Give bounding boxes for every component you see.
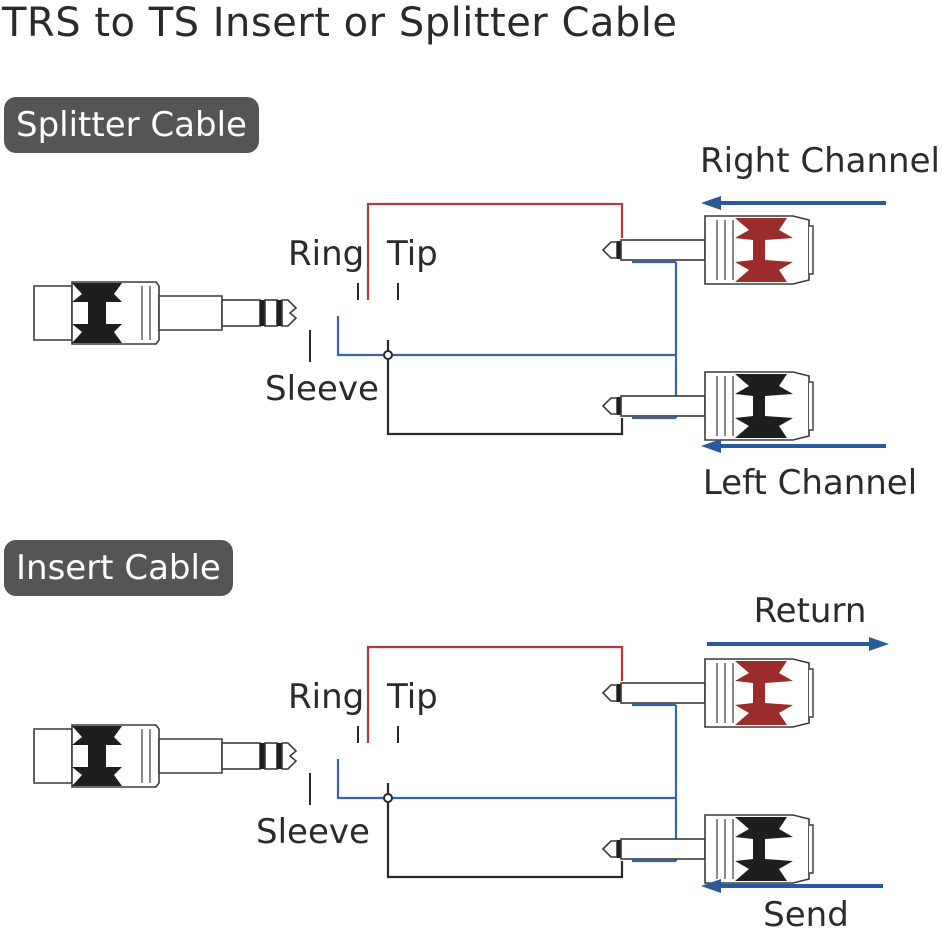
- plug-crown: [735, 218, 793, 282]
- insert-cable-badge: Insert Cable: [4, 540, 233, 596]
- return-arrow: [707, 637, 889, 651]
- plug-crown: [735, 374, 793, 438]
- plug-crown: [735, 661, 793, 725]
- splitter-cable-badge: Splitter Cable: [4, 97, 259, 153]
- trs-plug: [33, 724, 297, 788]
- right-channel-arrow: [701, 196, 886, 210]
- ts-plug-return: [602, 658, 814, 728]
- ring-wire: [336, 759, 676, 800]
- tip-label: Tip: [386, 677, 438, 717]
- arrow-head: [701, 196, 721, 210]
- sleeve-wire: [386, 798, 624, 879]
- output-label-send: Send: [763, 895, 849, 931]
- arrow-head: [701, 439, 721, 453]
- sleeve-label: Sleeve: [265, 369, 379, 409]
- sleeve-wire: [386, 355, 624, 436]
- ring-wire: [336, 316, 676, 357]
- tip-wire: [366, 645, 624, 743]
- ts-plug-send: [602, 814, 814, 884]
- junction-dot: [383, 793, 393, 803]
- diagram-title: TRS to TS Insert or Splitter Cable: [2, 0, 678, 46]
- arrow-head: [869, 637, 889, 651]
- ts-plug-left-channel: [602, 371, 814, 441]
- junction-dot: [383, 350, 393, 360]
- tip-wire: [366, 202, 624, 300]
- output-label-return: Return: [754, 591, 867, 631]
- left-channel-arrow: [701, 439, 886, 453]
- send-arrow: [701, 879, 883, 893]
- trs-plug: [33, 281, 297, 345]
- ts-plug-right-channel: [602, 215, 814, 285]
- tip-label: Tip: [386, 234, 438, 274]
- ring-label: Ring: [288, 234, 364, 274]
- sleeve-label: Sleeve: [256, 812, 370, 852]
- ring-label: Ring: [288, 677, 364, 717]
- plug-crown: [735, 817, 793, 881]
- arrow-head: [701, 879, 721, 893]
- output-label-right-channel: Right Channel: [700, 141, 940, 181]
- output-label-left-channel: Left Channel: [703, 463, 917, 503]
